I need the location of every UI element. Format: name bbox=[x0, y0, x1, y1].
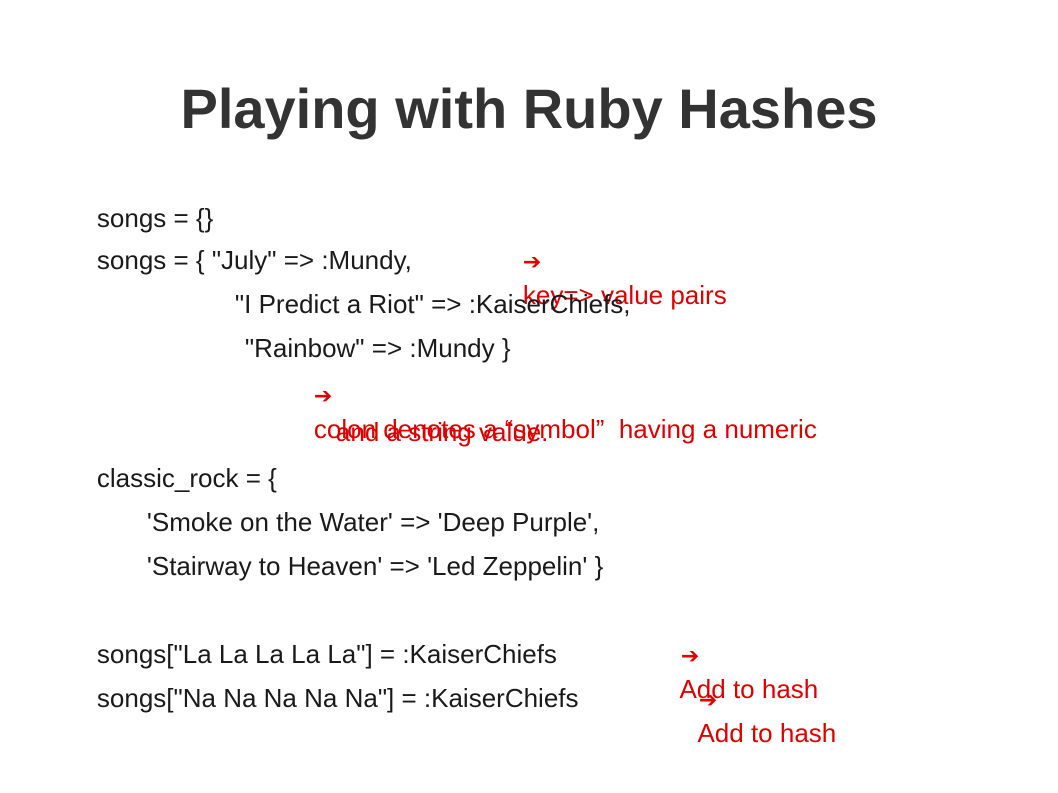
code-text: songs = {} bbox=[96, 203, 214, 233]
annotation-text: Add to hash bbox=[679, 674, 819, 704]
code-line-empty-hash: songs = {} bbox=[68, 170, 213, 266]
code-text: classic_rock = { bbox=[96, 463, 277, 493]
code-text: 'Smoke on the Water' => 'Deep Purple', bbox=[146, 507, 600, 537]
annotation-text: and a string value. bbox=[335, 417, 549, 447]
arrow-right-icon: ➔ bbox=[680, 644, 700, 669]
code-text: songs = { "July" => :Mundy, bbox=[96, 245, 412, 275]
annotation-text: colon denotes a “symbol” having a numeri… bbox=[313, 414, 817, 444]
annotation-symbol-cont: and a string value. bbox=[307, 384, 548, 480]
arrow-right-icon: ➔ bbox=[522, 250, 542, 275]
arrow-right-icon: ➔ bbox=[313, 384, 333, 409]
code-text: "I Predict a Riot" => :KaiserChiefs, bbox=[234, 289, 631, 319]
annotation-add-hash-2: ➔ Add to hash bbox=[670, 650, 836, 781]
annotation-text: key=> value pairs bbox=[522, 280, 727, 310]
code-text: songs["La La La La La"] = :KaiserChiefs bbox=[96, 639, 557, 669]
annotation-text: Add to hash bbox=[697, 718, 837, 748]
annotation-key-value: ➔ key=> value pairs bbox=[494, 212, 727, 343]
code-line-classic-rock: classic_rock = { bbox=[68, 430, 277, 526]
code-line-smoke: 'Smoke on the Water' => 'Deep Purple', bbox=[118, 474, 599, 570]
code-line-nanana: songs["Na Na Na Na Na"] = :KaiserChiefs bbox=[68, 650, 579, 746]
code-text: songs["Na Na Na Na Na"] = :KaiserChiefs bbox=[96, 683, 579, 713]
code-line-stairway: 'Stairway to Heaven' => 'Led Zeppelin' } bbox=[118, 518, 603, 614]
code-text: 'Stairway to Heaven' => 'Led Zeppelin' } bbox=[146, 551, 604, 581]
annotation-symbol: ➔ colon denotes a “symbol” having a nume… bbox=[285, 346, 817, 477]
code-line-rainbow: "Rainbow" => :Mundy } bbox=[216, 300, 511, 396]
code-line-lalala: songs["La La La La La"] = :KaiserChiefs bbox=[68, 606, 557, 702]
annotation-add-hash-1: ➔ Add to hash bbox=[652, 606, 818, 737]
code-line-predict-riot: "I Predict a Riot" => :KaiserChiefs, bbox=[206, 256, 631, 352]
code-line-songs-hash: songs = { "July" => :Mundy, bbox=[68, 212, 412, 308]
slide-title: Playing with Ruby Hashes bbox=[180, 77, 878, 140]
code-text: "Rainbow" => :Mundy } bbox=[244, 333, 511, 363]
arrow-right-icon: ➔ bbox=[698, 688, 718, 713]
